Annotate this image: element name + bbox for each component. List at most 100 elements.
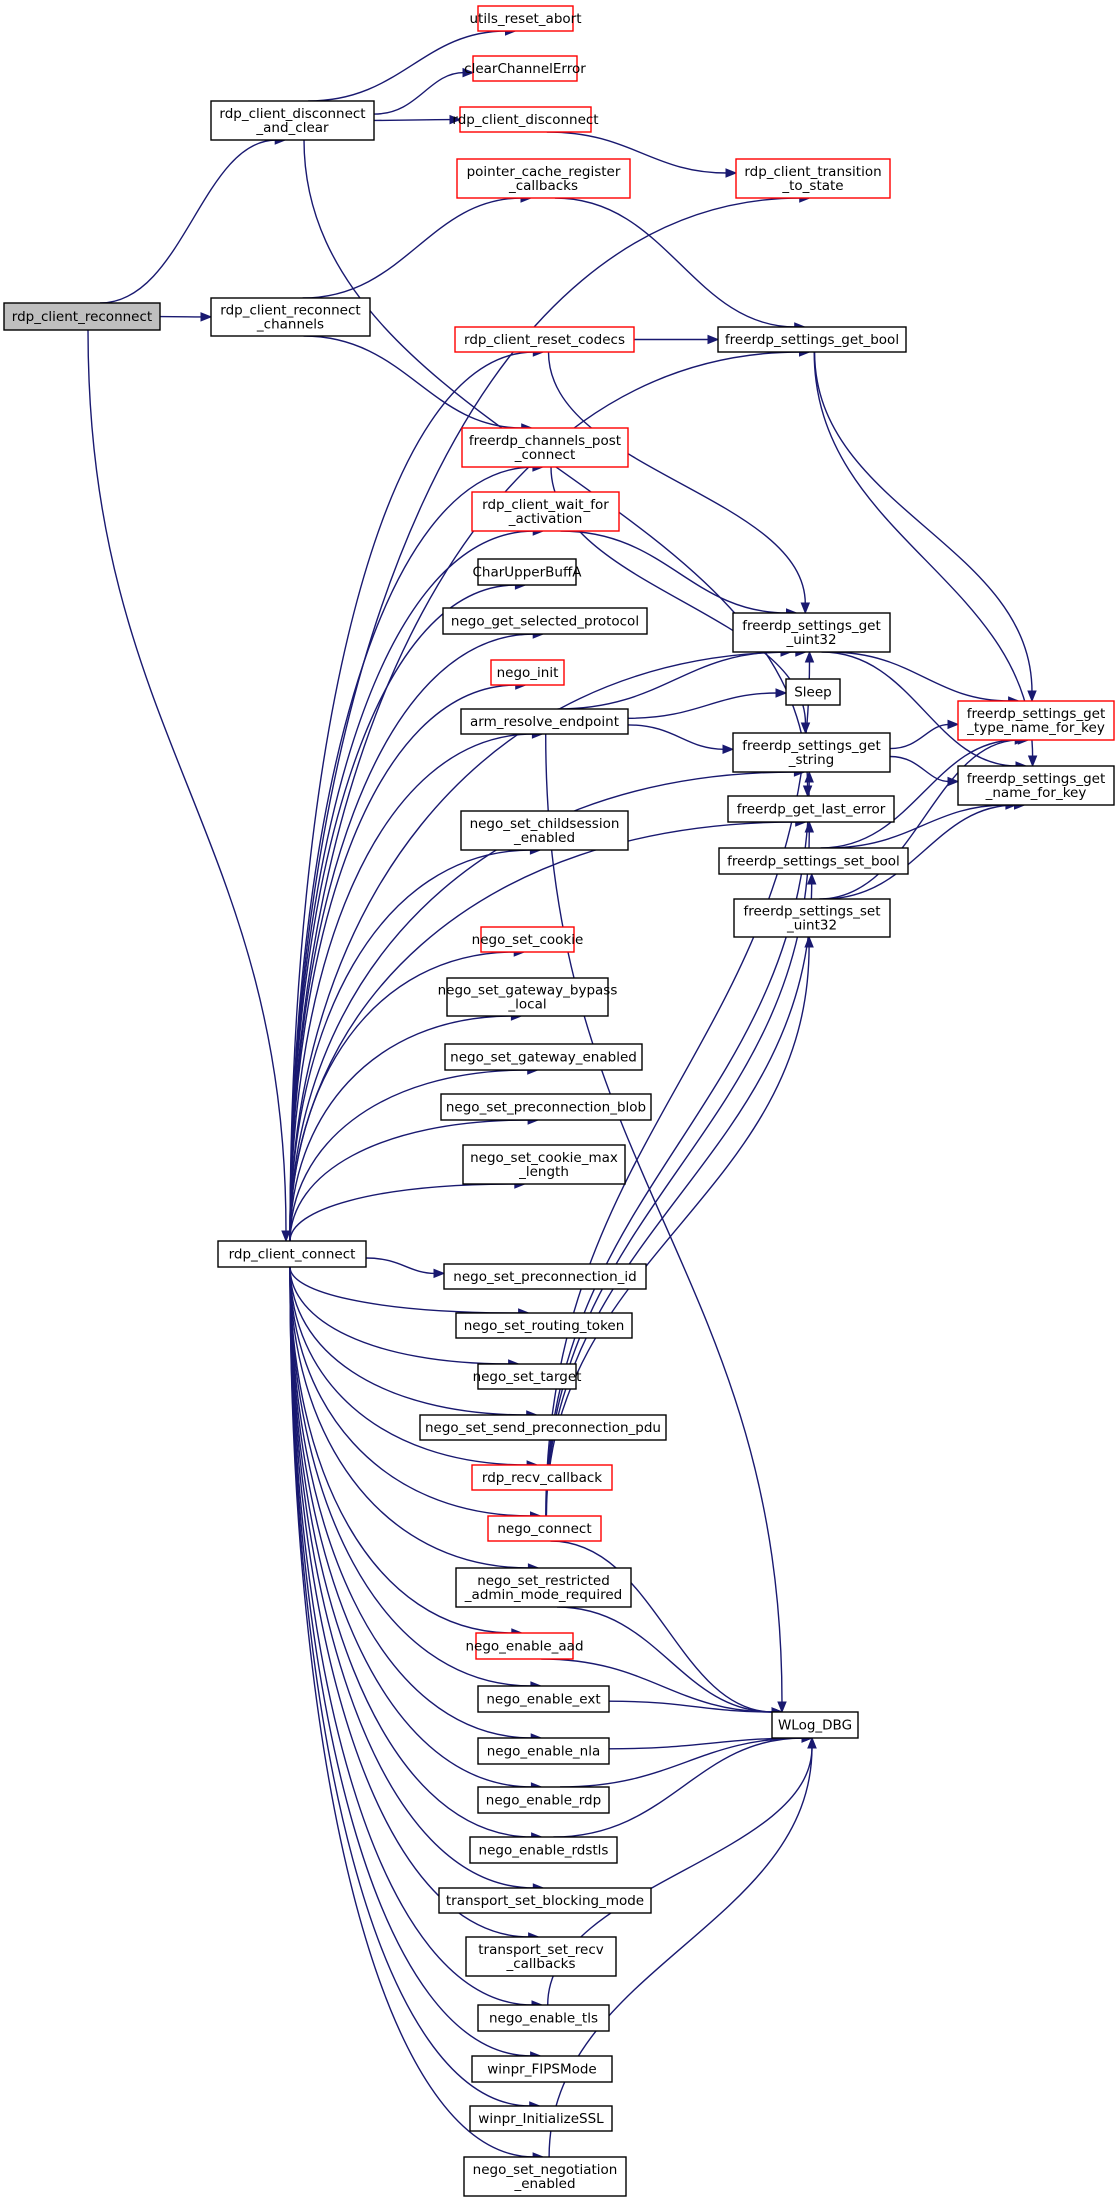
node-box[interactable] bbox=[477, 1737, 610, 1765]
node-box[interactable] bbox=[717, 326, 907, 353]
node-box[interactable] bbox=[732, 612, 891, 653]
node-nego_get_selected_protocol[interactable]: nego_get_selected_protocol bbox=[442, 607, 648, 635]
node-rdp_client_wait_for_activation[interactable]: rdp_client_wait_for_activation bbox=[471, 491, 620, 532]
node-nego_set_childsession_enabled[interactable]: nego_set_childsession_enabled bbox=[460, 810, 629, 851]
node-box[interactable] bbox=[446, 977, 609, 1017]
node-nego_enable_aad[interactable]: nego_enable_aad bbox=[465, 1632, 584, 1660]
node-box[interactable] bbox=[444, 1043, 643, 1071]
node-box[interactable] bbox=[460, 810, 629, 851]
node-box[interactable] bbox=[727, 795, 895, 823]
node-box[interactable] bbox=[957, 765, 1115, 806]
node-freerdp_settings_set_uint32[interactable]: freerdp_settings_set_uint32 bbox=[733, 898, 891, 938]
node-box[interactable] bbox=[477, 1363, 577, 1390]
node-box[interactable] bbox=[487, 1515, 602, 1542]
node-rdp_client_reconnect_channels[interactable]: rdp_client_reconnect_channels bbox=[210, 297, 371, 337]
node-nego_enable_rdstls[interactable]: nego_enable_rdstls bbox=[469, 1836, 618, 1864]
node-nego_set_target[interactable]: nego_set_target bbox=[473, 1363, 582, 1390]
node-box[interactable] bbox=[419, 1414, 667, 1441]
node-box[interactable] bbox=[462, 1144, 626, 1185]
node-rdp_client_connect[interactable]: rdp_client_connect bbox=[217, 1240, 367, 1268]
node-rdp_client_transition_to_state[interactable]: rdp_client_transition_to_state bbox=[735, 158, 891, 199]
node-rdp_client_disconnect[interactable]: rdp_client_disconnect bbox=[452, 106, 599, 133]
node-nego_enable_ext[interactable]: nego_enable_ext bbox=[477, 1685, 610, 1713]
node-box[interactable] bbox=[455, 1312, 633, 1339]
node-nego_set_cookie_max_length[interactable]: nego_set_cookie_max_length bbox=[462, 1144, 626, 1185]
node-box[interactable] bbox=[469, 2105, 613, 2132]
node-box[interactable] bbox=[718, 847, 909, 875]
node-box[interactable] bbox=[733, 898, 891, 938]
node-nego_enable_rdp[interactable]: nego_enable_rdp bbox=[477, 1786, 610, 1814]
node-box[interactable] bbox=[463, 2156, 627, 2197]
node-box[interactable] bbox=[477, 5, 574, 32]
node-freerdp_get_last_error[interactable]: freerdp_get_last_error bbox=[727, 795, 895, 823]
node-freerdp_settings_get_name_for_key[interactable]: freerdp_settings_get_name_for_key bbox=[957, 765, 1115, 806]
node-WLog_DBG[interactable]: WLog_DBG bbox=[771, 1711, 859, 1739]
node-box[interactable] bbox=[455, 1567, 632, 1608]
node-nego_set_restricted_admin_mode_required[interactable]: nego_set_restricted_admin_mode_required bbox=[455, 1567, 632, 1608]
node-box[interactable] bbox=[443, 1263, 647, 1290]
node-box[interactable] bbox=[735, 158, 891, 199]
node-freerdp_settings_set_bool[interactable]: freerdp_settings_set_bool bbox=[718, 847, 909, 875]
node-CharUpperBuffA[interactable]: CharUpperBuffA bbox=[472, 558, 582, 586]
node-rdp_client_disconnect_and_clear[interactable]: rdp_client_disconnect_and_clear bbox=[210, 100, 375, 141]
node-nego_set_routing_token[interactable]: nego_set_routing_token bbox=[455, 1312, 633, 1339]
node-nego_init[interactable]: nego_init bbox=[490, 659, 565, 686]
node-box[interactable] bbox=[957, 700, 1115, 741]
node-rdp_client_reconnect[interactable]: rdp_client_reconnect bbox=[3, 302, 161, 331]
node-box[interactable] bbox=[442, 607, 648, 635]
node-box[interactable] bbox=[785, 678, 841, 706]
node-nego_set_gateway_bypass_local[interactable]: nego_set_gateway_bypass_local bbox=[438, 977, 618, 1017]
node-box[interactable] bbox=[480, 926, 575, 953]
node-rdp_recv_callback[interactable]: rdp_recv_callback bbox=[471, 1464, 613, 1491]
node-pointer_cache_register_callbacks[interactable]: pointer_cache_register_callbacks bbox=[456, 158, 631, 199]
node-nego_set_preconnection_blob[interactable]: nego_set_preconnection_blob bbox=[440, 1093, 652, 1121]
node-rdp_client_reset_codecs[interactable]: rdp_client_reset_codecs bbox=[454, 326, 635, 353]
node-nego_set_gateway_enabled[interactable]: nego_set_gateway_enabled bbox=[444, 1043, 643, 1071]
node-nego_connect[interactable]: nego_connect bbox=[487, 1515, 602, 1542]
node-box[interactable] bbox=[459, 106, 592, 133]
node-box[interactable] bbox=[472, 55, 578, 82]
node-box[interactable] bbox=[3, 302, 161, 331]
node-winpr_FIPSMode[interactable]: winpr_FIPSMode bbox=[471, 2055, 613, 2083]
node-box[interactable] bbox=[471, 491, 620, 532]
node-nego_set_preconnection_id[interactable]: nego_set_preconnection_id bbox=[443, 1263, 647, 1290]
node-Sleep[interactable]: Sleep bbox=[785, 678, 841, 706]
node-box[interactable] bbox=[440, 1093, 652, 1121]
node-box[interactable] bbox=[461, 427, 629, 468]
node-arm_resolve_endpoint[interactable]: arm_resolve_endpoint bbox=[460, 708, 629, 735]
node-freerdp_settings_get_type_name_for_key[interactable]: freerdp_settings_get_type_name_for_key bbox=[957, 700, 1115, 741]
node-box[interactable] bbox=[460, 708, 629, 735]
node-box[interactable] bbox=[454, 326, 635, 353]
node-box[interactable] bbox=[477, 558, 577, 586]
node-box[interactable] bbox=[471, 1464, 613, 1491]
node-box[interactable] bbox=[771, 1711, 859, 1739]
node-nego_set_negotiation_enabled[interactable]: nego_set_negotiation_enabled bbox=[463, 2156, 627, 2197]
node-freerdp_settings_get_string[interactable]: freerdp_settings_get_string bbox=[732, 732, 891, 773]
node-box[interactable] bbox=[438, 1887, 652, 1914]
node-nego_set_cookie[interactable]: nego_set_cookie bbox=[472, 926, 584, 953]
node-freerdp_settings_get_bool[interactable]: freerdp_settings_get_bool bbox=[717, 326, 907, 353]
node-box[interactable] bbox=[217, 1240, 367, 1268]
node-box[interactable] bbox=[465, 1936, 617, 1977]
node-nego_enable_nla[interactable]: nego_enable_nla bbox=[477, 1737, 610, 1765]
node-box[interactable] bbox=[210, 297, 371, 337]
node-freerdp_settings_get_uint32[interactable]: freerdp_settings_get_uint32 bbox=[732, 612, 891, 653]
node-box[interactable] bbox=[475, 1632, 574, 1660]
node-box[interactable] bbox=[456, 158, 631, 199]
node-clearChannelError[interactable]: clearChannelError bbox=[464, 55, 586, 82]
node-nego_enable_tls[interactable]: nego_enable_tls bbox=[477, 2004, 610, 2032]
node-box[interactable] bbox=[469, 1836, 618, 1864]
node-box[interactable] bbox=[477, 2004, 610, 2032]
node-freerdp_channels_post_connect[interactable]: freerdp_channels_post_connect bbox=[461, 427, 629, 468]
node-box[interactable] bbox=[477, 1685, 610, 1713]
node-utils_reset_abort[interactable]: utils_reset_abort bbox=[469, 5, 582, 32]
node-box[interactable] bbox=[732, 732, 891, 773]
node-box[interactable] bbox=[471, 2055, 613, 2083]
node-nego_set_send_preconnection_pdu[interactable]: nego_set_send_preconnection_pdu bbox=[419, 1414, 667, 1441]
node-transport_set_blocking_mode[interactable]: transport_set_blocking_mode bbox=[438, 1887, 652, 1914]
node-box[interactable] bbox=[210, 100, 375, 141]
node-winpr_InitializeSSL[interactable]: winpr_InitializeSSL bbox=[469, 2105, 613, 2132]
node-box[interactable] bbox=[490, 659, 565, 686]
node-transport_set_recv_callbacks[interactable]: transport_set_recv_callbacks bbox=[465, 1936, 617, 1977]
node-box[interactable] bbox=[477, 1786, 610, 1814]
